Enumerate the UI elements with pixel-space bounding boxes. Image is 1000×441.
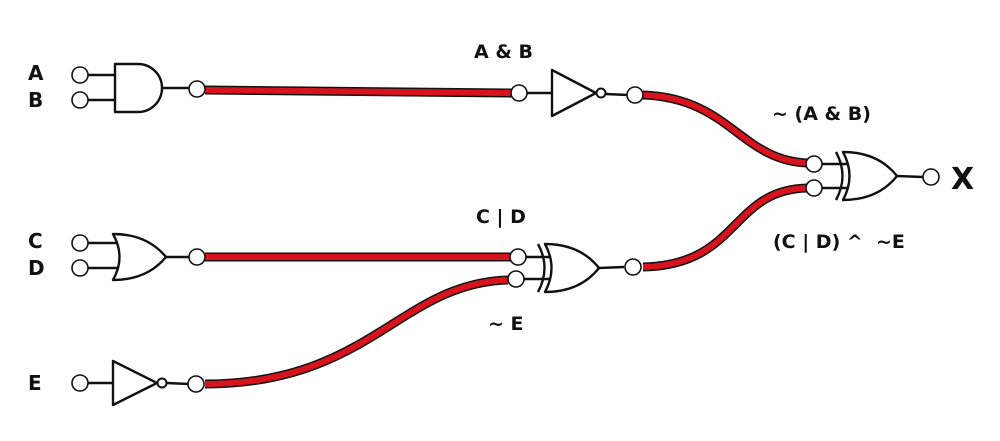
- input-label-e: E: [28, 371, 42, 395]
- not-gate-ab: [510, 68, 644, 118]
- expr-xor-cd-e: (C | D) ^ ~E: [773, 231, 905, 253]
- and-input-pin-a: [71, 66, 89, 84]
- xor-gate-1: [507, 242, 642, 294]
- wire-core: [642, 92, 808, 166]
- or-input-pin-c: [71, 234, 89, 252]
- not-ab-output-pin: [626, 86, 644, 104]
- wires: [204, 85, 808, 389]
- xor1-input-pin-bottom: [507, 270, 525, 288]
- or-gate: [71, 232, 206, 282]
- not-ab-input-pin: [510, 84, 528, 102]
- expr-not-and-ab: ~ (A & B): [772, 103, 871, 125]
- not-gate-e: [71, 359, 205, 407]
- wire-and-to-not: [204, 85, 513, 98]
- output-label-x: X: [951, 162, 974, 197]
- and-input-pin-b: [71, 91, 89, 109]
- xor1-input-pin-top: [509, 248, 527, 266]
- input-label-b: B: [28, 88, 43, 112]
- and-output-pin: [188, 80, 206, 98]
- input-label-a: A: [28, 61, 44, 85]
- not-e-input-pin: [71, 374, 89, 392]
- expr-or-cd: C | D: [476, 206, 526, 228]
- xor2-input-pin-top: [805, 155, 823, 173]
- wire-not-e-to-xor1: [204, 275, 509, 389]
- xor2-input-pin-bottom: [805, 179, 823, 197]
- xor2-output-pin: [922, 168, 940, 186]
- or-input-pin-d: [71, 259, 89, 277]
- xor1-output-pin: [624, 258, 642, 276]
- input-label-c: C: [28, 229, 43, 253]
- wire-not-to-xor2: [642, 90, 808, 168]
- or-output-pin: [188, 248, 206, 266]
- wire-xor1-to-xor2: [642, 183, 808, 272]
- wire-core: [642, 185, 808, 270]
- labels: A B C D E A & B ~ (A & B) C | D ~ E (C |…: [28, 41, 974, 395]
- not-e-output-pin: [187, 375, 205, 393]
- wire-core: [204, 87, 513, 96]
- xor-gate-2: [805, 150, 940, 202]
- expr-and-ab: A & B: [474, 41, 533, 63]
- expr-not-e: ~ E: [488, 313, 524, 335]
- input-label-d: D: [28, 256, 45, 280]
- and-gate: [71, 62, 206, 114]
- wire-core: [204, 277, 509, 387]
